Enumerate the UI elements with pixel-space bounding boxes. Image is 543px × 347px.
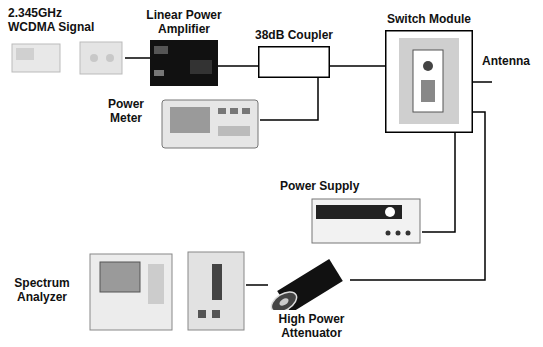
equipment-label: Power Supply	[280, 180, 390, 194]
equipment-picture	[310, 197, 422, 245]
equipment-label: Power Meter	[98, 98, 154, 126]
equipment-picture	[268, 258, 350, 310]
equipment-node: High Power Attenuator	[268, 258, 350, 310]
cable-line	[350, 112, 485, 280]
equipment-node: Spectrum Analyzer	[88, 250, 246, 332]
cable-line	[125, 58, 150, 59]
equipment-label: High Power Attenuator	[264, 313, 359, 341]
antenna-wire	[473, 81, 492, 83]
equipment-label: 2.345GHz WCDMA Signal	[8, 7, 108, 35]
equipment-picture	[150, 40, 218, 86]
equipment-node: Linear Power Amplifier	[150, 40, 218, 86]
equipment-picture	[160, 98, 260, 150]
equipment-picture	[88, 250, 246, 332]
cable-line	[218, 66, 258, 67]
cable-line	[330, 66, 385, 67]
equipment-picture	[258, 46, 330, 78]
cable-line	[260, 78, 318, 120]
equipment-node: Power Supply	[310, 197, 422, 245]
antenna-label: Antenna	[482, 55, 530, 69]
equipment-label: Linear Power Amplifier	[137, 9, 232, 37]
equipment-label: Spectrum Analyzer	[2, 277, 82, 305]
cable-line	[246, 285, 268, 286]
equipment-node: 38dB Coupler	[258, 46, 330, 78]
equipment-label: 38dB Coupler	[244, 29, 344, 43]
cable-line	[422, 133, 455, 232]
equipment-node: Switch Module	[385, 30, 473, 133]
equipment-node: 2.345GHz WCDMA Signal	[10, 38, 125, 78]
equipment-picture	[10, 38, 125, 78]
equipment-picture	[385, 30, 473, 133]
equipment-label: Switch Module	[374, 13, 484, 27]
equipment-node: Power Meter	[160, 98, 260, 150]
